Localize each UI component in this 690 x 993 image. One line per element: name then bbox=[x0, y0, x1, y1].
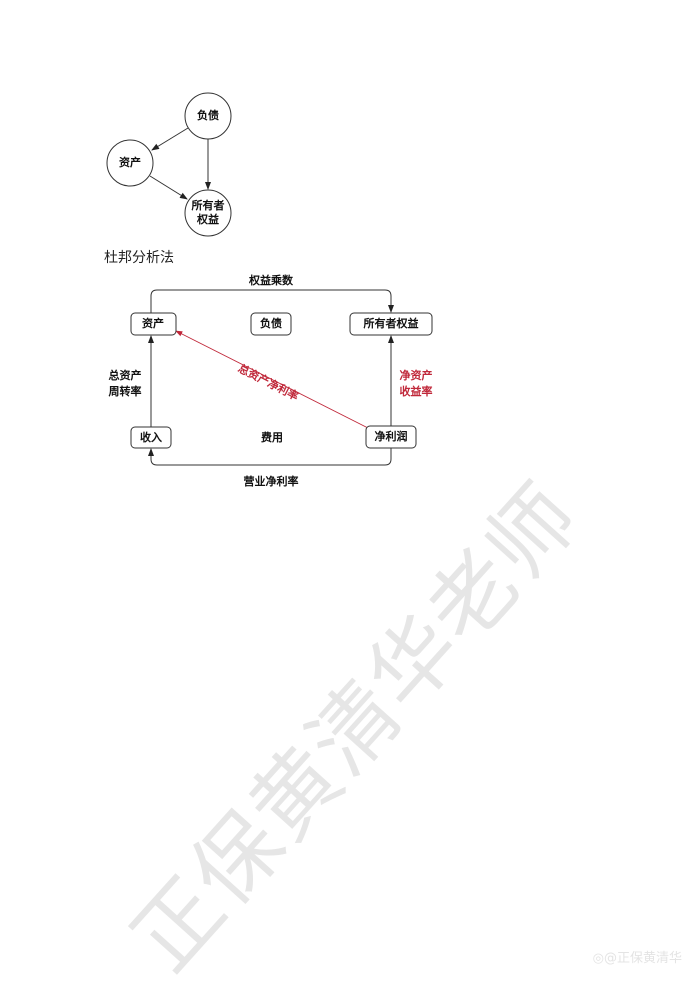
roe-label-1: 净资产 bbox=[400, 368, 433, 382]
weibo-credit: ◎@正保黄清华 bbox=[593, 947, 682, 966]
node-equity-label-1: 所有者 bbox=[192, 198, 225, 212]
box-assets bbox=[130, 312, 177, 336]
box-liabilities bbox=[250, 312, 292, 336]
box-revenue bbox=[130, 426, 172, 449]
expenses-label: 费用 bbox=[261, 430, 283, 444]
node-assets bbox=[106, 139, 154, 187]
node-liabilities-label: 负债 bbox=[197, 108, 219, 122]
box-equity-label: 所有者权益 bbox=[364, 316, 419, 330]
arrow-equity-multiplier bbox=[150, 289, 394, 313]
accounting-equation-diagram: 负债 资产 所有者 权益 bbox=[106, 92, 232, 237]
node-equity bbox=[184, 189, 232, 237]
node-assets-label: 资产 bbox=[119, 155, 141, 169]
dupont-diagram: 资产 负债 所有者权益 收入 费用 净利润 权益乘数 总资产 周转率 净资产 收… bbox=[109, 273, 433, 488]
arrow-net-margin bbox=[148, 448, 392, 466]
node-equity-label-2: 权益 bbox=[196, 212, 219, 226]
section-heading: 杜邦分析法 bbox=[104, 250, 174, 266]
arrow-liabilities-assets bbox=[151, 127, 189, 151]
net-margin-label: 营业净利率 bbox=[244, 474, 299, 488]
box-net-profit-label: 净利润 bbox=[375, 429, 408, 443]
arrow-assets-equity bbox=[149, 175, 188, 200]
equity-multiplier-label: 权益乘数 bbox=[248, 273, 294, 287]
arrow-roa bbox=[175, 330, 369, 429]
roa-label: 总资产净利率 bbox=[236, 361, 301, 403]
box-assets-label: 资产 bbox=[142, 316, 164, 330]
weibo-icon: ◎ bbox=[592, 951, 604, 966]
asset-turnover-label-1: 总资产 bbox=[109, 368, 142, 382]
box-liabilities-label: 负债 bbox=[260, 316, 282, 330]
credit-text: @正保黄清华 bbox=[603, 951, 682, 966]
asset-turnover-label-2: 周转率 bbox=[109, 384, 142, 398]
box-revenue-label: 收入 bbox=[140, 430, 162, 444]
roe-label-2: 收益率 bbox=[400, 384, 433, 398]
box-equity bbox=[349, 312, 433, 336]
box-net-profit bbox=[365, 425, 417, 449]
